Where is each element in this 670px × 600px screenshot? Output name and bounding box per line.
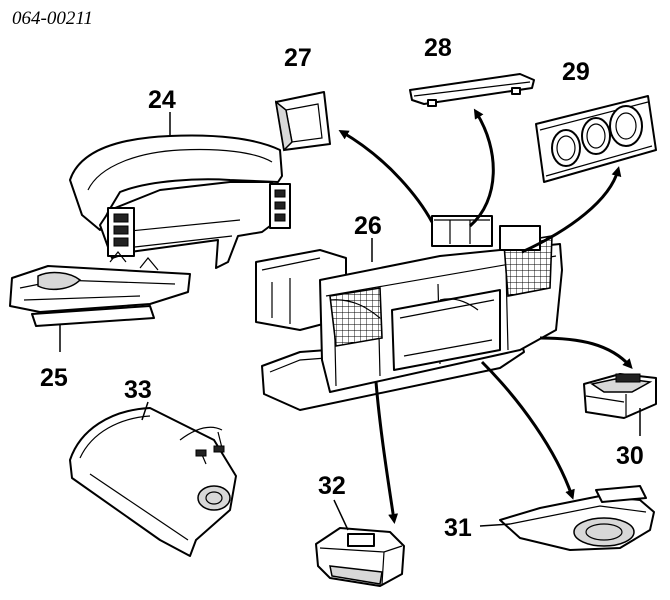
arrow-to-part-32 [374, 381, 399, 524]
part-24-cluster-hood [69, 134, 291, 269]
part-29-gauge-bezel [535, 95, 657, 183]
part-33-glovebox-cover [69, 407, 237, 557]
arrow-to-part-31 [480, 360, 575, 500]
leader-33 [141, 401, 149, 421]
callout-26: 26 [354, 212, 382, 240]
callout-31: 31 [444, 514, 472, 542]
document-id: 064-00211 [12, 8, 93, 29]
part-26-dash-frame [255, 215, 563, 411]
arrow-to-part-29 [521, 166, 622, 254]
part-30-switch-housing [583, 373, 657, 419]
part-31-ash-tray [499, 485, 655, 551]
part-27-trim-bezel [274, 91, 331, 152]
callout-29: 29 [562, 58, 590, 86]
callout-30: 30 [616, 442, 644, 470]
arrow-to-part-28 [469, 108, 495, 228]
arrow-to-part-27 [338, 129, 434, 223]
callout-28: 28 [424, 34, 452, 62]
callout-33: 33 [124, 376, 152, 404]
leader-32 [333, 499, 349, 531]
callout-32: 32 [318, 472, 346, 500]
callout-24: 24 [148, 86, 176, 114]
callout-27: 27 [284, 44, 312, 72]
callout-25: 25 [40, 364, 68, 392]
part-25-lower-bezel [9, 251, 191, 327]
part-32-switch-module [315, 527, 405, 587]
leader-31 [479, 523, 511, 527]
arrow-to-part-30 [539, 336, 633, 369]
part-28-trim-strip [409, 73, 535, 107]
